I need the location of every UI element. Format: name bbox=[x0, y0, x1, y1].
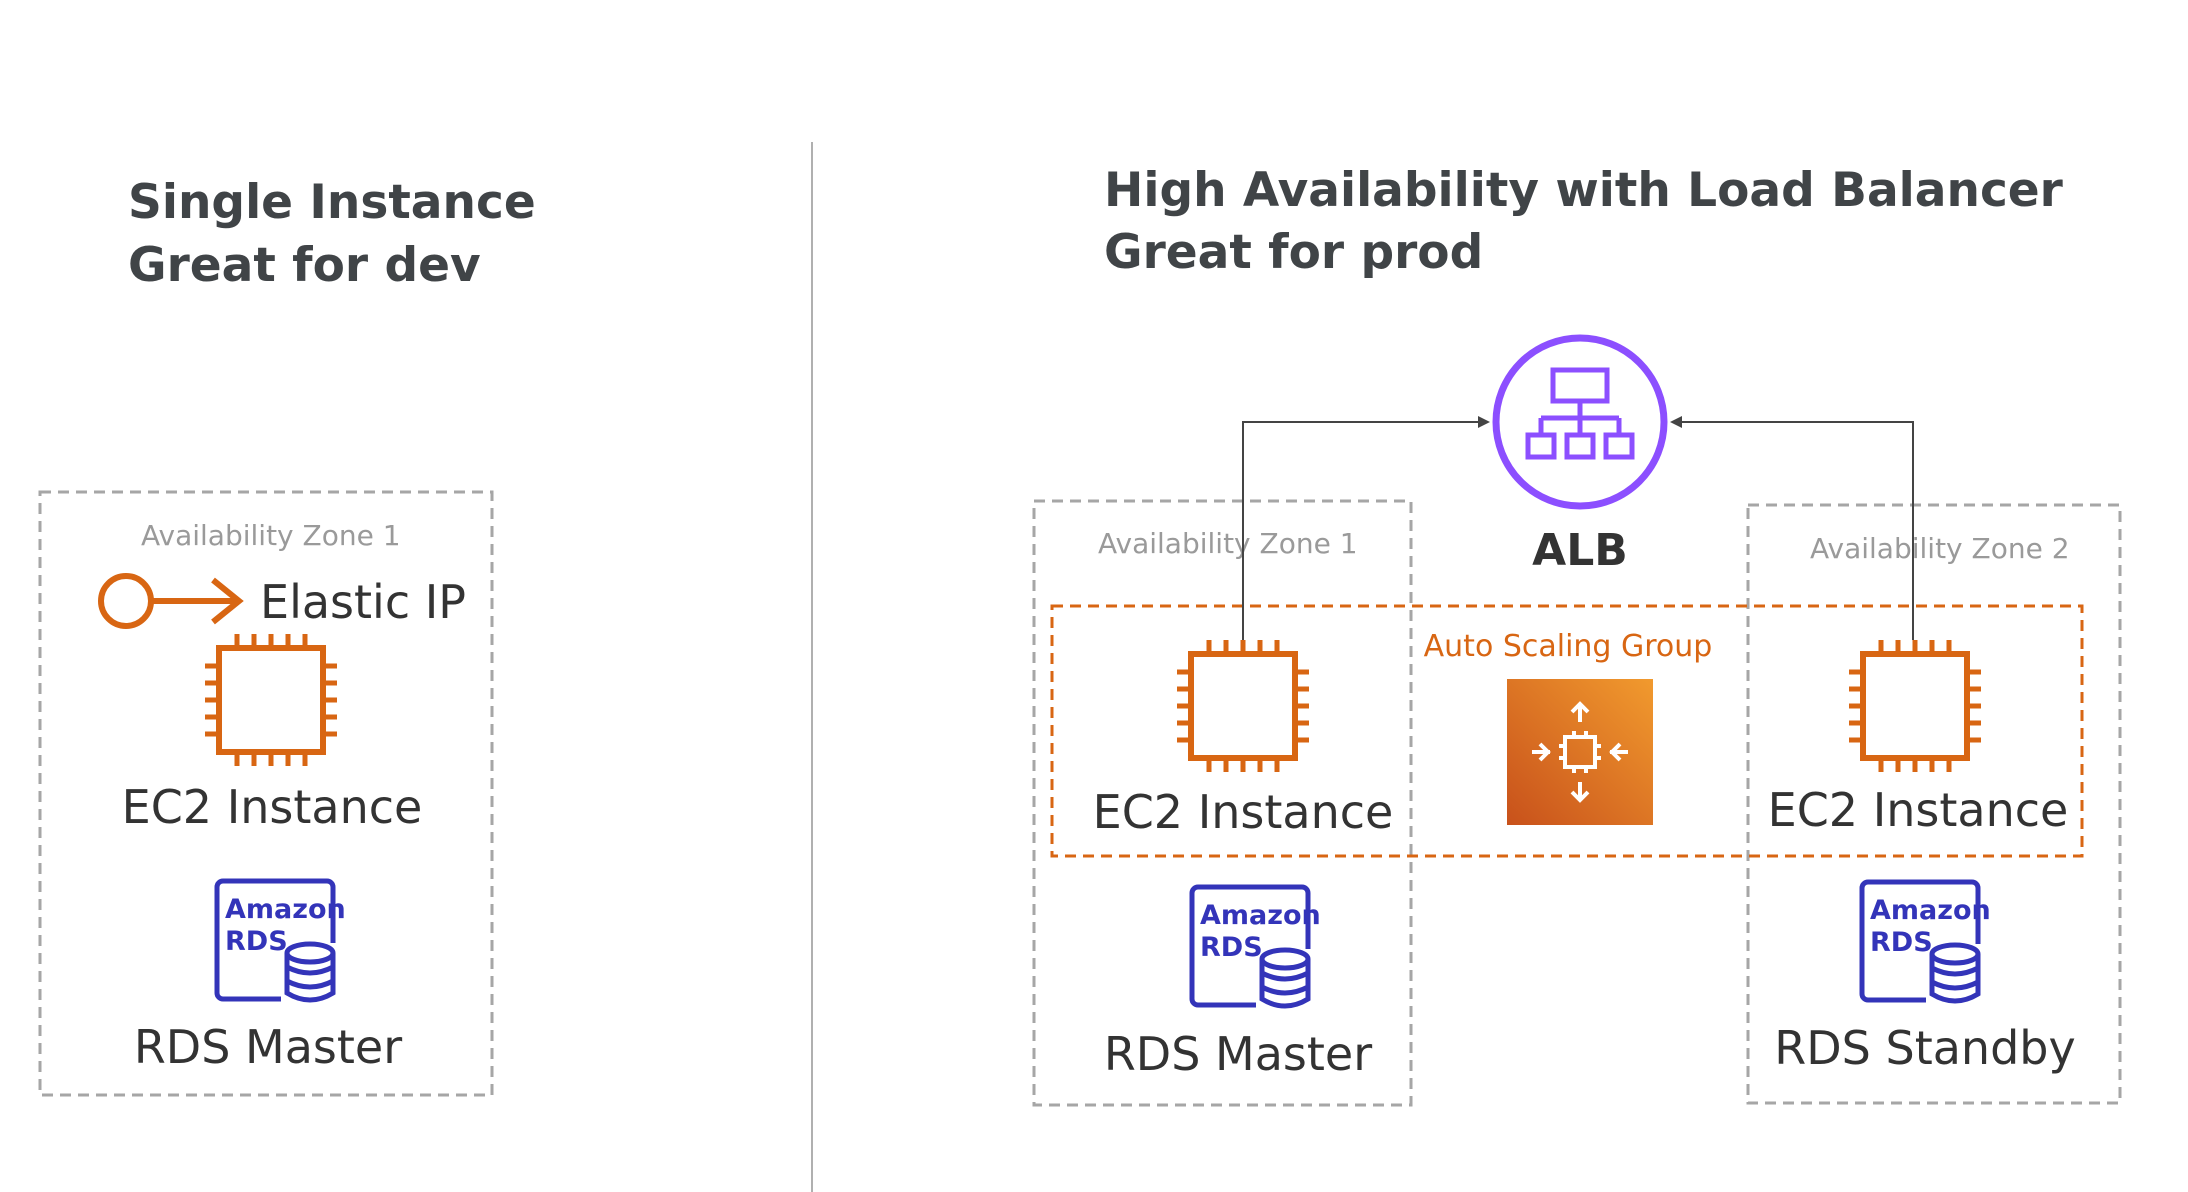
svg-text:RDS: RDS bbox=[1870, 927, 1933, 958]
right-rds-master-label: RDS Master bbox=[1104, 1027, 1372, 1081]
left-zone-label: Availability Zone 1 bbox=[141, 519, 401, 552]
right-ec2-left-label: EC2 Instance bbox=[1093, 785, 1394, 839]
right-availability-zone-1-box bbox=[1032, 499, 1413, 1107]
auto-scaling-group-box bbox=[1050, 604, 2084, 858]
left-title-line2: Great for dev bbox=[128, 238, 481, 293]
rds-database-icon: Amazon RDS bbox=[1862, 882, 1991, 1004]
svg-text:RDS: RDS bbox=[225, 926, 288, 957]
elastic-ip-label: Elastic IP bbox=[260, 575, 466, 629]
right-title-line1: High Availability with Load Balancer bbox=[1104, 163, 2064, 218]
left-rds-label: RDS Master bbox=[134, 1020, 402, 1074]
right-ec2-right-label: EC2 Instance bbox=[1768, 783, 2069, 837]
load-balancer-icon bbox=[1492, 334, 1668, 510]
elastic-ip-icon bbox=[98, 573, 244, 629]
svg-text:Amazon: Amazon bbox=[1870, 895, 1991, 926]
svg-text:Amazon: Amazon bbox=[225, 894, 346, 925]
right-title-line2: Great for prod bbox=[1104, 225, 1483, 280]
ec2-chip-icon bbox=[205, 634, 337, 766]
right-zone2-label: Availability Zone 2 bbox=[1810, 532, 2070, 565]
right-availability-zone-2-box bbox=[1746, 503, 2122, 1105]
connector-right-to-alb bbox=[1670, 416, 1914, 640]
auto-scaling-icon bbox=[1507, 679, 1653, 825]
ec2-chip-icon bbox=[1177, 640, 1309, 772]
svg-text:RDS: RDS bbox=[1200, 932, 1263, 963]
rds-database-icon: Amazon RDS bbox=[1192, 887, 1321, 1009]
right-rds-standby-label: RDS Standby bbox=[1774, 1021, 2075, 1075]
left-ec2-label: EC2 Instance bbox=[122, 780, 423, 834]
auto-scaling-group-label: Auto Scaling Group bbox=[1424, 629, 1713, 664]
left-title-line1: Single Instance bbox=[128, 175, 536, 230]
ec2-chip-icon bbox=[1849, 640, 1981, 772]
connector-left-to-alb bbox=[1242, 416, 1490, 640]
rds-database-icon: Amazon RDS bbox=[217, 881, 346, 1003]
alb-label: ALB bbox=[1532, 525, 1628, 576]
svg-text:Amazon: Amazon bbox=[1200, 900, 1321, 931]
left-availability-zone-box bbox=[38, 490, 494, 1097]
right-zone1-label: Availability Zone 1 bbox=[1098, 527, 1358, 560]
